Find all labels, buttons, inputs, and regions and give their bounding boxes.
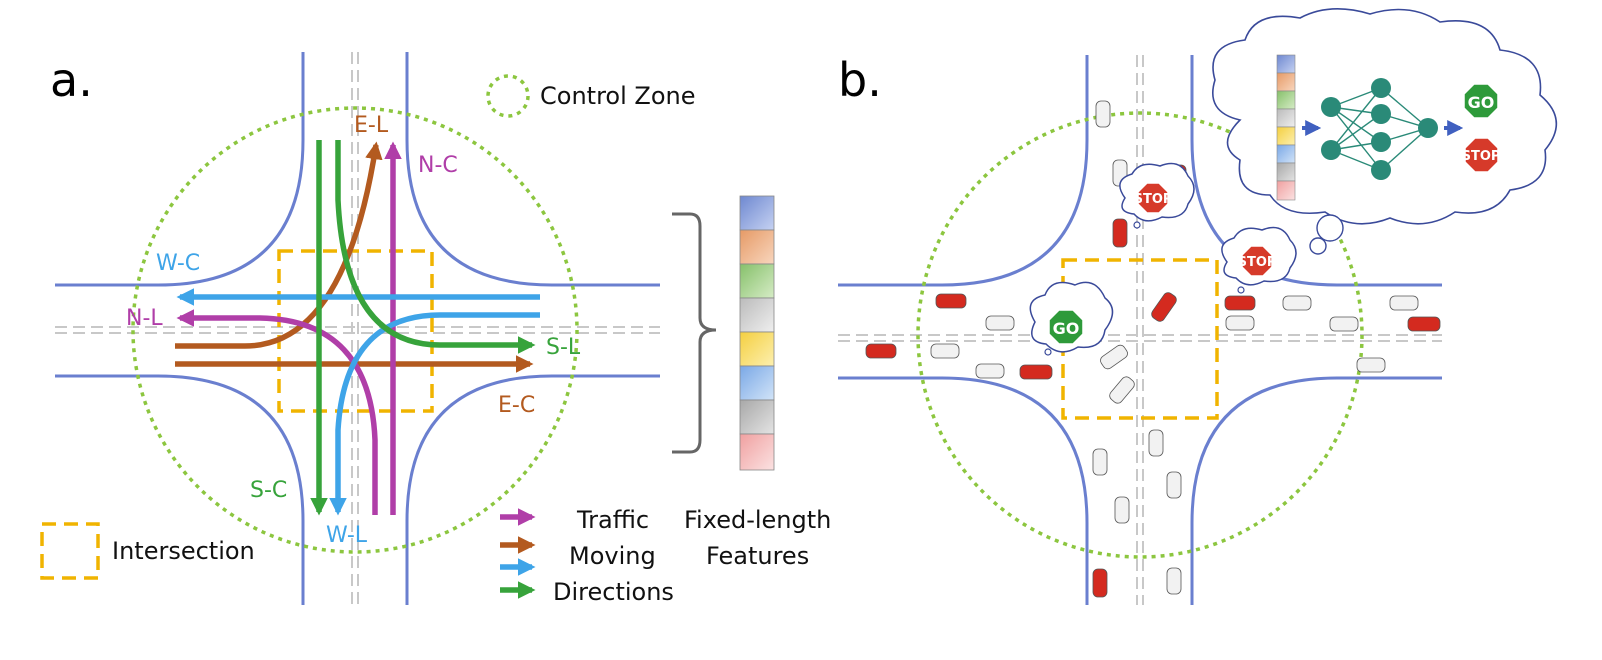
model-output-go: GO <box>1468 93 1495 112</box>
feature-cell <box>739 365 775 401</box>
feature-cell <box>1276 90 1296 110</box>
label-e-l: E-L <box>354 113 389 138</box>
feature-cell <box>1276 72 1296 92</box>
car-white <box>1114 496 1130 524</box>
model-input-features <box>1276 54 1296 201</box>
movement-arrows <box>175 140 540 516</box>
model-cloud: GO STOP <box>1212 8 1558 255</box>
legend-traffic-1: Traffic <box>576 506 649 534</box>
feature-cell <box>1276 162 1296 182</box>
stop-sign-icon <box>1241 245 1273 277</box>
car-white <box>985 315 1015 331</box>
car-white <box>1282 295 1312 311</box>
car-white <box>1356 357 1386 373</box>
car-white <box>930 343 960 359</box>
neural-network-icon <box>1321 78 1438 180</box>
panel-b-label: b. <box>838 53 882 107</box>
legend-features-2: Features <box>706 542 809 570</box>
vehicles <box>865 100 1441 598</box>
go-bubble: GO <box>1029 281 1114 356</box>
go-sign-text: GO <box>1053 319 1080 338</box>
car-red <box>1151 292 1177 322</box>
feature-cell <box>1276 108 1296 128</box>
panel-a: a. <box>40 52 831 606</box>
stop-sign-text: STOP <box>1238 255 1277 270</box>
feature-cell <box>1276 180 1296 201</box>
arrow-s-l <box>335 140 536 354</box>
car-red <box>935 293 967 309</box>
panel-a-center-lines <box>55 52 660 605</box>
stop-sign-text: STOP <box>1134 192 1173 207</box>
legend-traffic-2: Moving <box>569 542 656 570</box>
car-red <box>1224 295 1256 311</box>
car-white <box>1329 316 1359 332</box>
label-s-l: S-L <box>546 335 581 360</box>
go-sign-icon <box>1463 83 1499 119</box>
arrow-w-l <box>329 312 540 516</box>
car-white <box>1092 448 1108 476</box>
features-brace <box>672 212 717 454</box>
car-red <box>1019 364 1053 380</box>
car-white <box>975 363 1005 379</box>
feature-cell <box>739 195 775 231</box>
label-n-c: N-C <box>418 153 458 178</box>
legend-features-1: Fixed-length <box>684 506 831 534</box>
car-white <box>1166 471 1182 499</box>
car-white <box>1166 567 1182 595</box>
feature-cell <box>1276 54 1296 74</box>
feature-cell <box>1276 126 1296 146</box>
legend-intersection-icon <box>40 522 100 580</box>
car-white <box>1109 376 1135 404</box>
feature-cell <box>739 433 775 471</box>
car-white <box>1148 429 1164 457</box>
panel-b: b. <box>838 8 1558 605</box>
arrow-n-l <box>176 309 378 515</box>
panel-b-center-lines <box>838 55 1442 605</box>
legend-arrows <box>500 508 536 599</box>
feature-cell <box>739 331 775 367</box>
panel-b-control-zone <box>916 111 1364 559</box>
panel-b-intersection <box>1061 258 1219 420</box>
feature-strip <box>739 195 775 471</box>
model-output-stop: STOP <box>1462 149 1501 164</box>
label-e-c: E-C <box>498 393 535 418</box>
car-white <box>1389 295 1419 311</box>
feature-cell <box>1276 144 1296 164</box>
stop-bubble-east: STOP <box>1221 226 1297 294</box>
panel-a-road <box>55 52 660 605</box>
legend-control-zone: Control Zone <box>540 82 695 110</box>
arrow-e-l <box>175 141 383 349</box>
label-s-c: S-C <box>250 478 287 503</box>
intersection-box <box>277 249 434 413</box>
feature-cell <box>739 297 775 333</box>
feature-cell <box>739 399 775 435</box>
car-red <box>1092 568 1108 598</box>
stop-bubble-north: STOP <box>1119 162 1195 229</box>
legend-intersection: Intersection <box>112 537 255 565</box>
car-white <box>1225 315 1255 331</box>
legend-traffic-3: Directions <box>553 578 674 606</box>
direction-labels: E-L N-C W-C N-L S-L E-C S-C W-L <box>126 113 581 548</box>
legend-zone-icon <box>486 74 530 118</box>
feature-cell <box>739 263 775 299</box>
go-sign-icon <box>1048 309 1084 345</box>
feature-cell <box>739 229 775 265</box>
car-white <box>1100 344 1128 370</box>
stop-sign-icon <box>1137 182 1169 214</box>
car-white <box>1095 100 1111 128</box>
car-red <box>1112 218 1128 248</box>
car-red <box>865 343 897 359</box>
panel-a-label: a. <box>50 53 93 107</box>
label-w-l: W-L <box>326 523 368 548</box>
control-zone-circle <box>131 106 579 554</box>
label-w-c: W-C <box>156 251 200 276</box>
label-n-l: N-L <box>126 306 163 331</box>
car-red <box>1407 316 1441 332</box>
stop-sign-icon <box>1464 137 1499 173</box>
